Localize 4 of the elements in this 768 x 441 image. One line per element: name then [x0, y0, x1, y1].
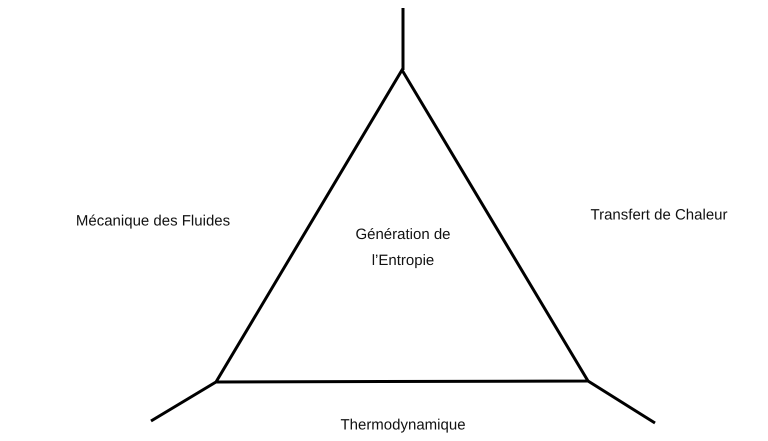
- field-label: Mécanique des Fluides: [76, 212, 230, 230]
- field-label: Thermodynamique: [340, 416, 466, 434]
- triangle-label: Génération de l’Entropie: [354, 225, 452, 271]
- field-label: Transfert de Chaleur: [590, 206, 728, 224]
